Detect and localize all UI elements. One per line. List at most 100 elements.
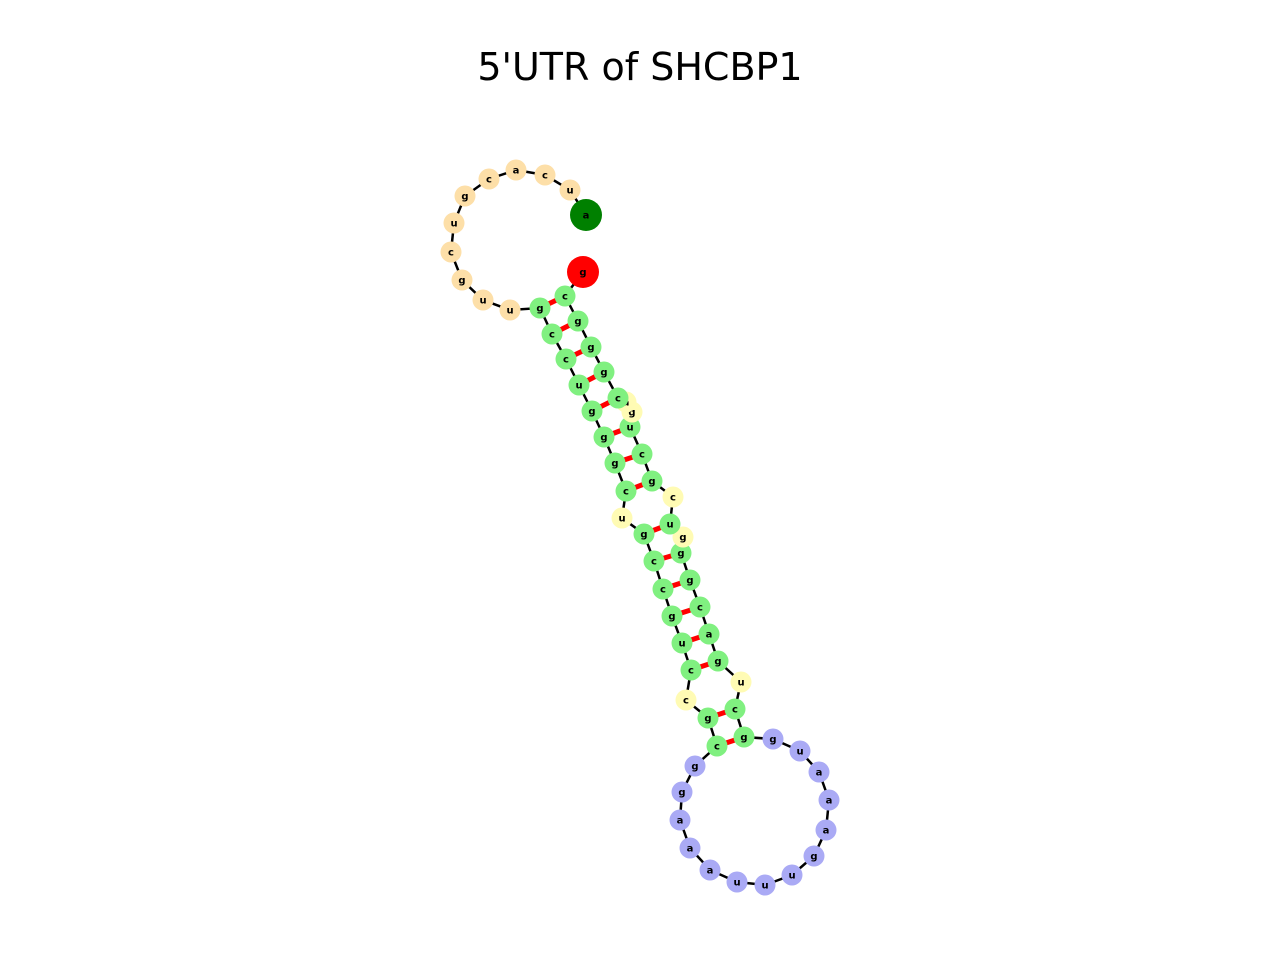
nucleotide-circle — [440, 241, 462, 263]
nucleotide-label: g — [461, 192, 468, 203]
nucleotide: u — [472, 289, 494, 311]
nucleotide-label: u — [678, 639, 685, 650]
nucleotide: a — [669, 809, 691, 831]
nucleotide-label: u — [450, 219, 457, 230]
nucleotide: g — [803, 845, 825, 867]
nucleotide-label: g — [574, 317, 581, 328]
nucleotide-circle — [675, 689, 697, 711]
nucleotide-label: c — [563, 355, 569, 366]
nucleotide-circle — [451, 269, 473, 291]
nucleotide: c — [652, 578, 674, 600]
nucleotide: g — [670, 542, 692, 564]
nucleotide-label: g — [714, 657, 721, 668]
nucleotide: g — [529, 297, 551, 319]
nucleotide-circle — [679, 569, 701, 591]
nucleotide-circle — [443, 212, 465, 234]
nucleotide-label: g — [628, 408, 635, 419]
nucleotide-circle — [699, 859, 721, 881]
nucleotide: g — [672, 526, 694, 548]
nucleotide: u — [559, 179, 581, 201]
nucleotide-circle — [604, 452, 626, 474]
nucleotide: u — [443, 212, 465, 234]
diagram-title: 5'UTR of SHCBP1 — [477, 45, 802, 89]
nucleotide-label: c — [697, 603, 703, 614]
nucleotide-label: u — [618, 514, 625, 525]
nucleotide-circle — [568, 374, 590, 396]
nucleotide-circle — [499, 299, 521, 321]
nucleotide-circle — [643, 550, 665, 572]
nucleotide-circle — [611, 507, 633, 529]
nucleotide-label: c — [623, 487, 629, 498]
nucleotide-circle — [505, 159, 527, 181]
nucleotide: c — [675, 689, 697, 711]
nucleotide: c — [478, 168, 500, 190]
nucleotide-label: u — [479, 296, 486, 307]
nucleotide-circle — [671, 632, 693, 654]
nucleotide-label: c — [549, 330, 555, 341]
nucleotide: g — [593, 361, 615, 383]
nucleotide-label: g — [691, 762, 698, 773]
nucleotide-circle — [541, 323, 563, 345]
nucleotide: c — [555, 348, 577, 370]
nucleotide: u — [568, 374, 590, 396]
nucleotide-circle — [554, 285, 576, 307]
nucleotide-circle — [684, 755, 706, 777]
nucleotide: g — [762, 728, 784, 750]
nucleotide-circle — [697, 707, 719, 729]
nucleotide: g — [661, 605, 683, 627]
nucleotide-circle — [593, 361, 615, 383]
nucleotide-label: g — [640, 530, 647, 541]
nucleotide: c — [689, 596, 711, 618]
nucleotide: c — [680, 659, 702, 681]
nucleotide-label: u — [575, 381, 582, 392]
five-prime-end-marker: a — [570, 199, 602, 231]
nucleotide-label: g — [536, 304, 543, 315]
nucleotide-label: c — [448, 248, 454, 259]
nucleotide-circle — [607, 387, 629, 409]
nucleotide-label: a — [677, 816, 684, 827]
nucleotide: u — [781, 864, 803, 886]
nucleotide-circle — [808, 761, 830, 783]
nucleotide-label: g — [587, 343, 594, 354]
nucleotide-label: u — [796, 747, 803, 758]
nucleotide-label: g — [677, 549, 684, 560]
nucleotide-circle — [580, 336, 602, 358]
nucleotide: g — [684, 755, 706, 777]
nucleotide-circle — [641, 470, 663, 492]
nucleotide: g — [593, 426, 615, 448]
nucleotide: g — [633, 523, 655, 545]
nucleotide-circle — [781, 864, 803, 886]
nucleotide-circle — [803, 845, 825, 867]
nucleotide-label: a — [816, 768, 823, 779]
nucleotide-circle — [706, 735, 728, 757]
nucleotide: g — [671, 781, 693, 803]
nucleotide-circle — [567, 310, 589, 332]
nucleotide-circle — [534, 164, 556, 186]
nucleotide: c — [541, 323, 563, 345]
nucleotide: a — [699, 859, 721, 881]
nucleotide-circle — [662, 486, 684, 508]
nucleotide: g — [697, 707, 719, 729]
nucleotide: g — [707, 650, 729, 672]
nucleotide-circle — [672, 526, 694, 548]
nucleotide: u — [499, 299, 521, 321]
nucleotide-label: a — [583, 211, 590, 222]
nucleotide-circle — [652, 578, 674, 600]
nucleotide-label: a — [687, 844, 694, 855]
nucleotide-circle — [733, 726, 755, 748]
nucleotide-label: u — [626, 423, 633, 434]
nucleotide: g — [733, 726, 755, 748]
nucleotide: c — [706, 735, 728, 757]
nucleotide-circle — [659, 513, 681, 535]
nucleotide-circle — [689, 596, 711, 618]
nucleotide: g — [451, 269, 473, 291]
nucleotide-label: c — [486, 175, 492, 186]
nucleotide-label: a — [707, 866, 714, 877]
nucleotide-circle — [661, 605, 683, 627]
nucleotide-label: c — [651, 557, 657, 568]
nucleotide-label: c — [542, 171, 548, 182]
nucleotide-label: g — [740, 733, 747, 744]
nucleotide: u — [726, 871, 748, 893]
